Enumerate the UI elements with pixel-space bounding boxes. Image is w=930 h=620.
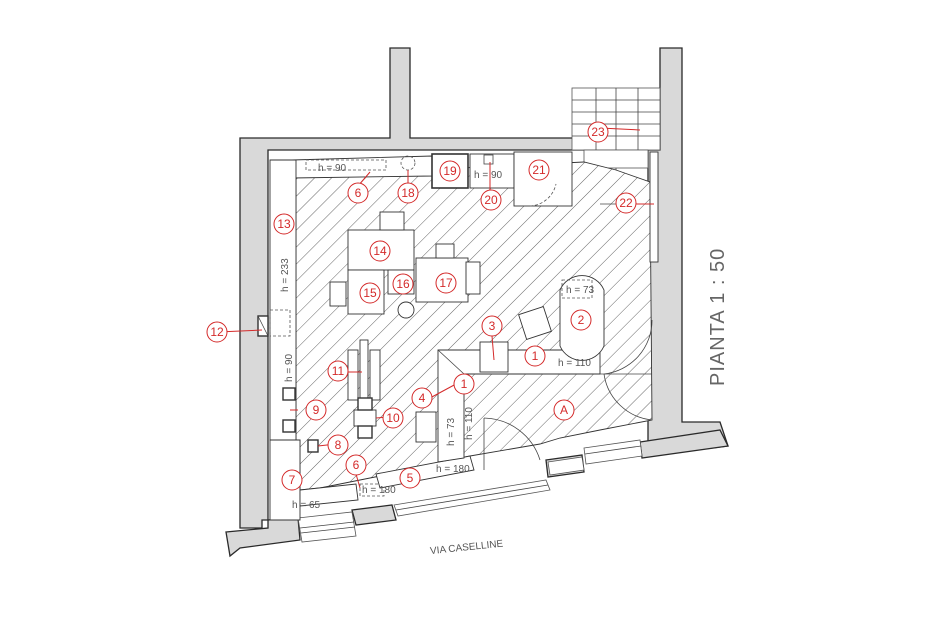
height-label: h = 233 bbox=[280, 258, 291, 292]
tag-1-counter: 1 bbox=[524, 345, 546, 367]
tag-7: 7 bbox=[281, 469, 303, 491]
wall-bottom-pier-1 bbox=[351, 504, 397, 526]
window-1 bbox=[297, 511, 357, 543]
svg-text:2: 2 bbox=[578, 313, 585, 327]
staircase bbox=[571, 87, 661, 172]
tag-20: 20 bbox=[480, 189, 502, 211]
svg-text:17: 17 bbox=[439, 276, 453, 290]
tag-8: 8 bbox=[327, 434, 349, 456]
tag-12: 12 bbox=[206, 321, 228, 343]
svg-text:5: 5 bbox=[407, 471, 414, 485]
svg-text:12: 12 bbox=[210, 325, 224, 339]
window-3 bbox=[547, 456, 585, 476]
svg-text:3: 3 bbox=[489, 319, 496, 333]
walls bbox=[225, 47, 729, 558]
height-label: h = 180 bbox=[436, 464, 470, 475]
height-labels: h = 90 h = 90 h = 233 h = 90 h = 73 h = … bbox=[280, 163, 595, 511]
tags: 6 18 19 20 21 23 22 13 14 15 16 17 12 3 … bbox=[206, 121, 637, 491]
tag-14: 14 bbox=[369, 240, 391, 262]
svg-text:18: 18 bbox=[401, 186, 415, 200]
height-label: h = 110 bbox=[464, 407, 475, 440]
svg-text:8: 8 bbox=[335, 438, 342, 452]
height-label: h = 90 bbox=[284, 353, 295, 382]
svg-text:16: 16 bbox=[396, 277, 410, 291]
height-label: h = 90 bbox=[318, 163, 347, 174]
tag-6-top: 6 bbox=[347, 182, 369, 204]
svg-text:22: 22 bbox=[619, 196, 633, 210]
svg-text:14: 14 bbox=[373, 244, 387, 258]
tag-A: A bbox=[553, 399, 575, 421]
scale-label: PIANTA 1 : 50 bbox=[707, 248, 729, 386]
window-2 bbox=[393, 479, 551, 517]
svg-text:6: 6 bbox=[355, 186, 362, 200]
svg-text:4: 4 bbox=[419, 391, 426, 405]
svg-text:13: 13 bbox=[277, 217, 291, 231]
svg-text:A: A bbox=[560, 403, 568, 417]
tag-10: 10 bbox=[382, 407, 404, 429]
height-label: h = 73 bbox=[446, 417, 457, 446]
windows bbox=[297, 439, 643, 543]
tag-9: 9 bbox=[305, 399, 327, 421]
tag-23: 23 bbox=[587, 121, 609, 143]
street-label: VIA CASELLINE bbox=[430, 539, 504, 558]
height-label: h = 65 bbox=[292, 500, 321, 511]
height-label: h = 73 bbox=[566, 285, 595, 296]
tag-15: 15 bbox=[359, 282, 381, 304]
wall-bottom bbox=[225, 517, 301, 558]
tag-3: 3 bbox=[481, 315, 503, 337]
tag-4: 4 bbox=[411, 387, 433, 409]
tag-5: 5 bbox=[399, 467, 421, 489]
tag-18: 18 bbox=[397, 182, 419, 204]
tag-16: 16 bbox=[392, 273, 414, 295]
tag-1-lower: 1 bbox=[453, 373, 475, 395]
tag-22: 22 bbox=[615, 192, 637, 214]
svg-text:15: 15 bbox=[363, 286, 377, 300]
svg-text:1: 1 bbox=[461, 377, 468, 391]
svg-text:19: 19 bbox=[443, 164, 457, 178]
tag-6-bottom: 6 bbox=[345, 454, 367, 476]
svg-text:23: 23 bbox=[591, 125, 605, 139]
svg-text:11: 11 bbox=[332, 364, 345, 378]
height-label: h = 90 bbox=[474, 170, 503, 181]
svg-text:20: 20 bbox=[484, 193, 498, 207]
tag-11: 11 bbox=[327, 360, 349, 382]
height-label: h = 110 bbox=[558, 358, 591, 369]
tag-21: 21 bbox=[528, 159, 550, 181]
tag-13: 13 bbox=[273, 213, 295, 235]
tag-2: 2 bbox=[570, 309, 592, 331]
height-label: h = 180 bbox=[362, 485, 396, 496]
tag-17: 17 bbox=[435, 272, 457, 294]
svg-text:1: 1 bbox=[532, 349, 539, 363]
window-4 bbox=[583, 439, 643, 465]
svg-text:10: 10 bbox=[386, 411, 400, 425]
svg-text:21: 21 bbox=[532, 163, 546, 177]
svg-text:9: 9 bbox=[313, 403, 320, 417]
tag-19: 19 bbox=[439, 160, 461, 182]
top-counter bbox=[291, 155, 433, 179]
svg-text:6: 6 bbox=[353, 458, 360, 472]
svg-text:7: 7 bbox=[289, 473, 296, 487]
